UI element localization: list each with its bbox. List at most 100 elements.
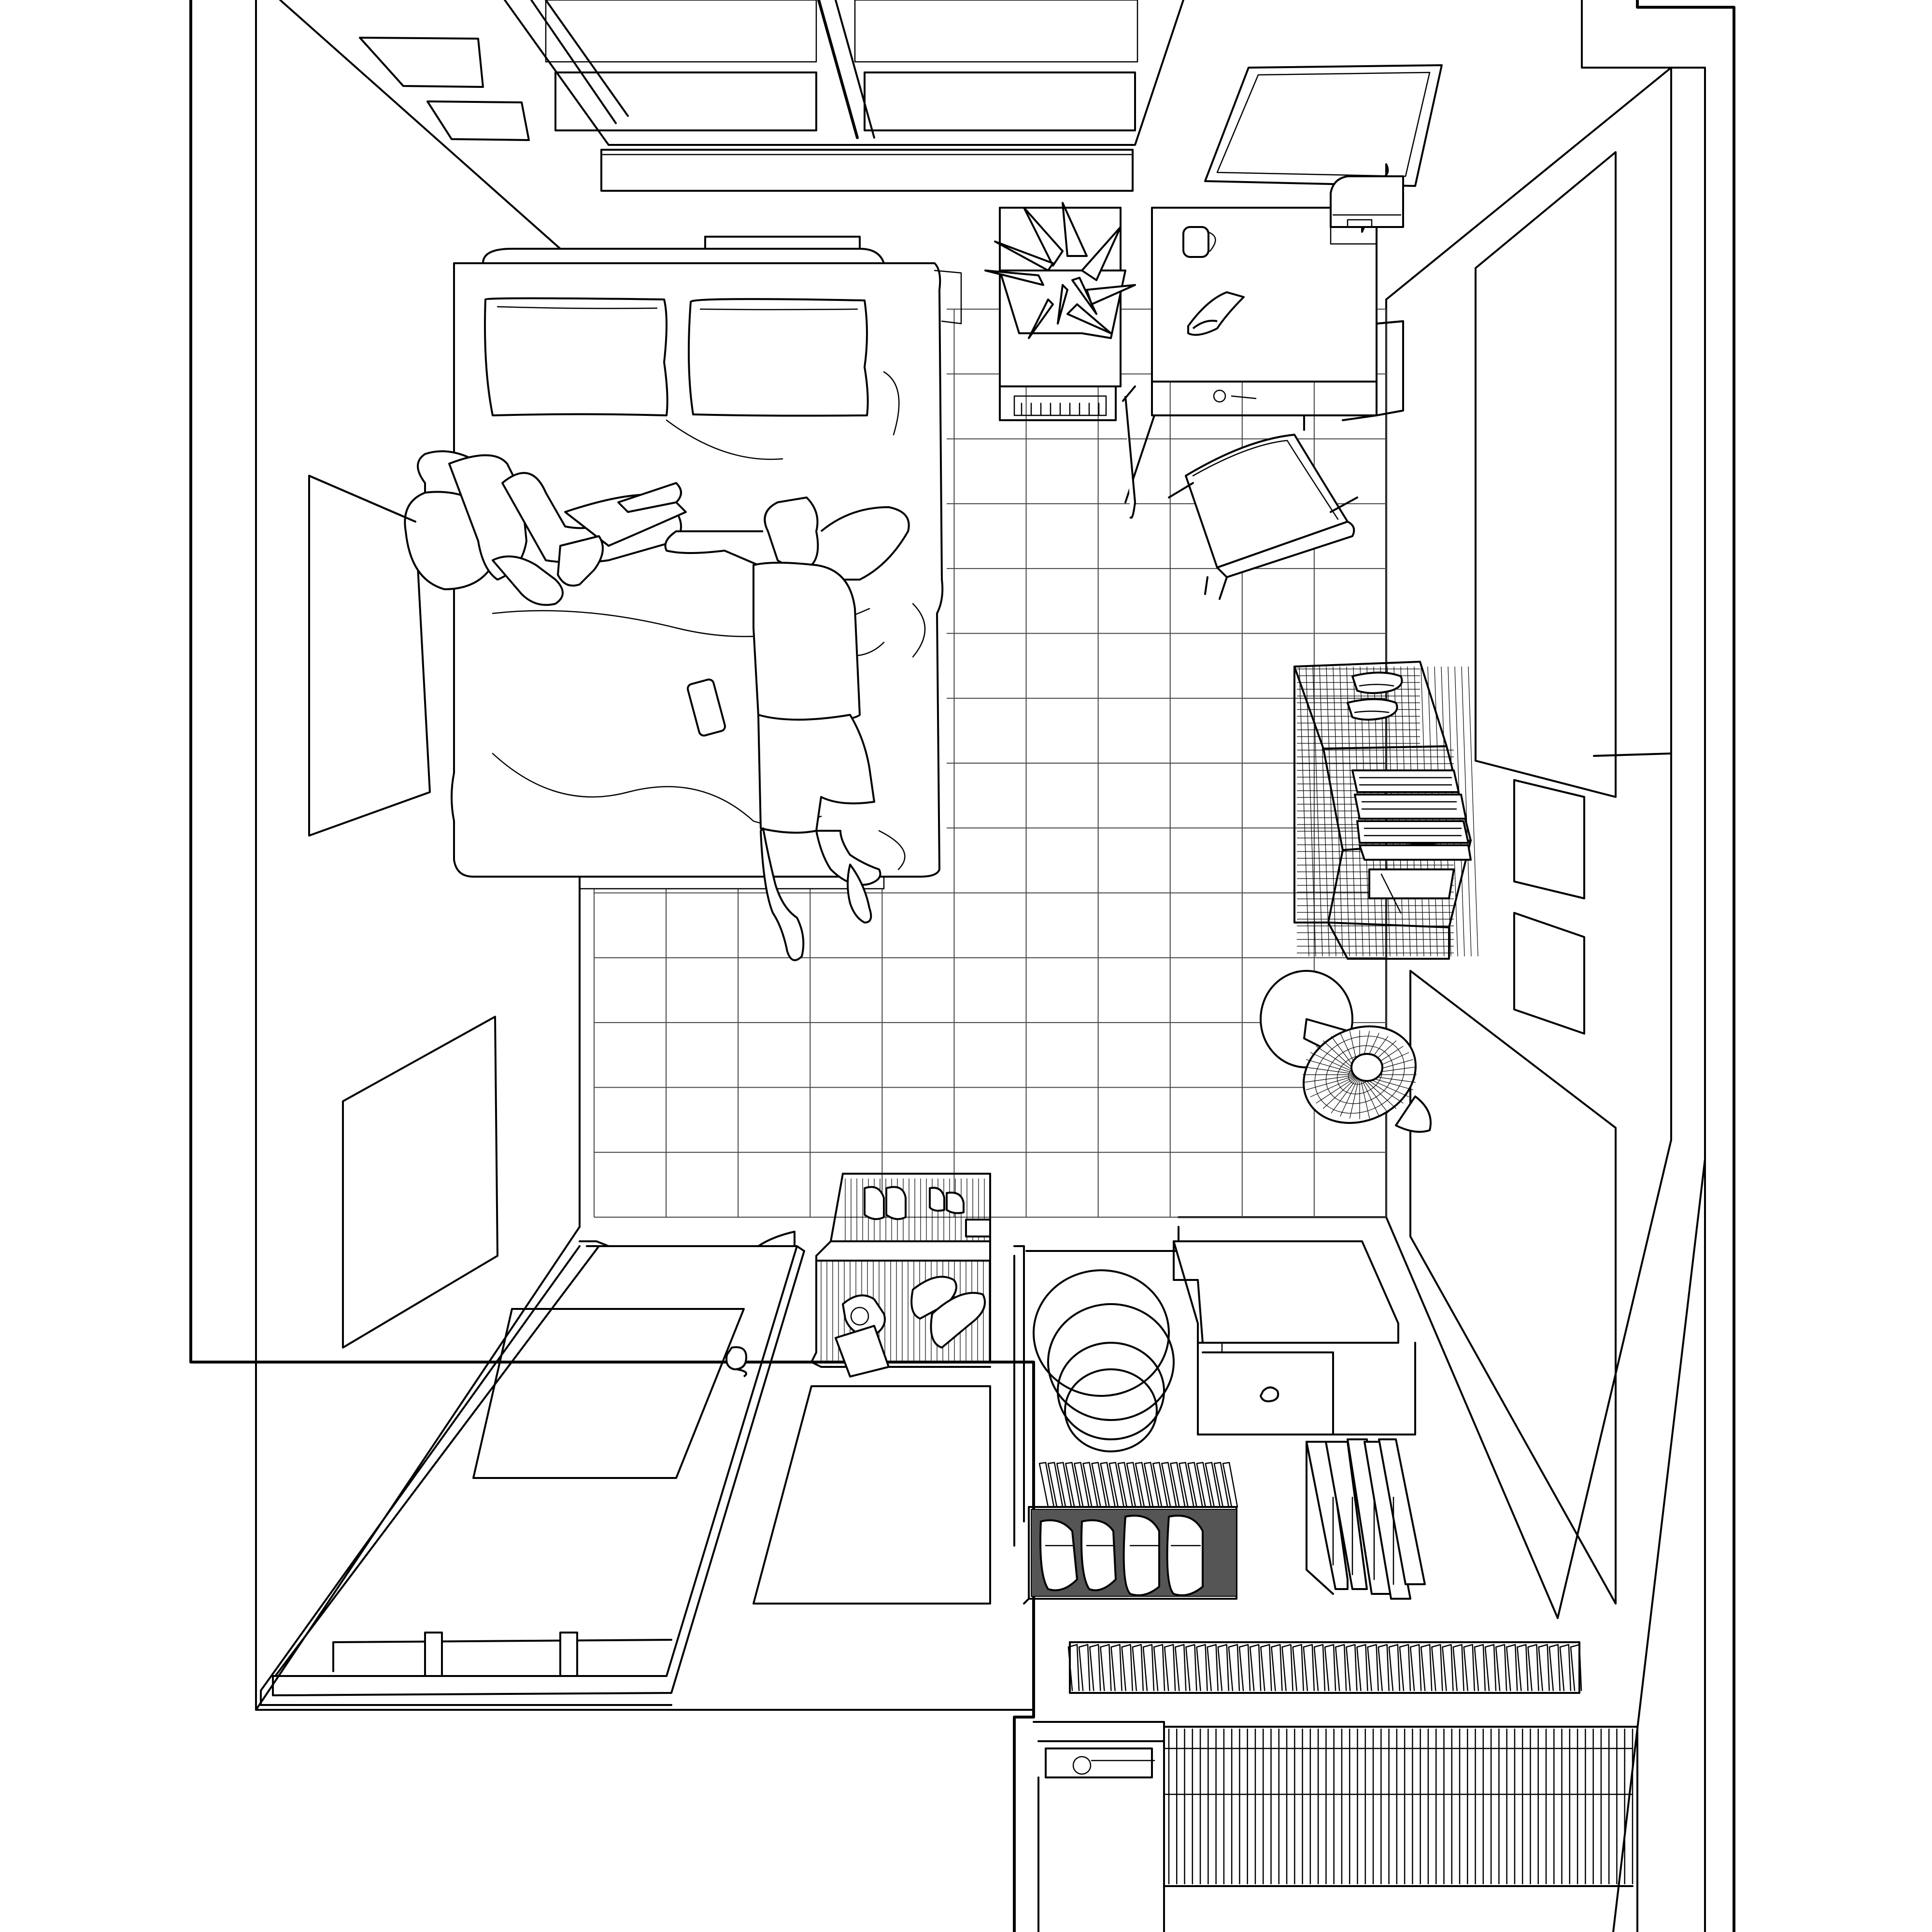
- blind-slat-top: [1527, 1644, 1539, 1691]
- shelf-folders: [1351, 769, 1472, 914]
- blind-slat-top: [1420, 1644, 1433, 1691]
- fan-grill-spoke: [1303, 1066, 1360, 1075]
- blind-slat-top: [1238, 1644, 1251, 1691]
- blind-slat-top: [1463, 1644, 1475, 1691]
- fan-grill-spoke: [1306, 1059, 1360, 1075]
- slipper-rack-tooth: [1161, 1462, 1177, 1508]
- wall-picture-top-left-2: [426, 100, 530, 141]
- wire-shelf-mesh-line: [1306, 666, 1316, 957]
- blind-slat-top: [1324, 1644, 1336, 1691]
- slipper-rack-tooth: [1170, 1462, 1186, 1508]
- shoe-basket: [810, 1173, 991, 1378]
- slipper-rack-tooth: [1091, 1462, 1107, 1508]
- blind-slat-top: [1100, 1644, 1112, 1691]
- slipper-rack-tooth: [1213, 1462, 1230, 1508]
- wall-picture-right-lower: [1409, 970, 1617, 1605]
- door-knob: [725, 1346, 747, 1370]
- slipper-rack-tooth: [1038, 1462, 1055, 1508]
- wire-shelf-mesh: [1297, 666, 1478, 957]
- wall-picture-right-small-2: [1513, 912, 1585, 1035]
- closet-door-panel: [472, 1308, 745, 1479]
- wall-picture-right-tall: [1475, 151, 1617, 798]
- chair-seat: [1185, 434, 1349, 568]
- blind-slat-top: [1185, 1644, 1197, 1691]
- slipper-3: [1122, 1515, 1160, 1596]
- wire-shelf-mesh-line: [1319, 666, 1330, 957]
- slipper-rack-tooth: [1196, 1462, 1212, 1508]
- blind-slat-top: [1292, 1644, 1304, 1691]
- blind-slat-top: [1260, 1644, 1272, 1691]
- fan-grill-spoke: [1316, 1074, 1360, 1104]
- blind-slat-top: [1548, 1644, 1561, 1691]
- wall-picture-left-lower: [342, 1016, 498, 1349]
- floor-mat-center: [753, 1385, 991, 1605]
- person-sitting-tablet: [557, 535, 604, 587]
- blind-slat-top: [1506, 1644, 1518, 1691]
- blind-slat-top: [1271, 1644, 1283, 1691]
- fan-grill-lines: [1303, 1030, 1417, 1119]
- person-sitting: [404, 450, 687, 606]
- fan-hub: [1350, 1053, 1383, 1082]
- slipper-rack-tooth: [1108, 1462, 1125, 1508]
- slipper-rack-tooth: [1047, 1462, 1064, 1508]
- blind-slat-top: [1196, 1644, 1208, 1691]
- slipper-rack-tooth: [1056, 1462, 1072, 1508]
- blind-slat-top: [1538, 1644, 1550, 1691]
- slipper-rack-tooth: [1187, 1462, 1203, 1508]
- wire-shelf-frame: [1293, 661, 1472, 960]
- blind-slat-top: [1388, 1644, 1401, 1691]
- wall-picture-right-small-1: [1513, 779, 1585, 899]
- blind-slat-top: [1164, 1644, 1176, 1691]
- wall-picture-top-right-outer: [1204, 64, 1443, 187]
- slipper-rack-tooth: [1065, 1462, 1081, 1508]
- top-window: [504, 0, 1184, 192]
- shelf-folder-lines: [1359, 777, 1462, 837]
- wire-shelf-mesh-line: [1312, 666, 1323, 957]
- wire-shelf-mesh-line: [1461, 666, 1472, 957]
- slipper-4: [1166, 1515, 1204, 1596]
- bedside-rug: [308, 475, 416, 523]
- blind-slat-top: [1153, 1644, 1165, 1691]
- blind-slat-top: [1089, 1644, 1101, 1691]
- slipper-1: [1039, 1519, 1078, 1591]
- blind-slat-top: [1067, 1644, 1080, 1691]
- blind-slat-top: [1431, 1644, 1443, 1691]
- person-lying-torso: [753, 562, 861, 725]
- fan-grill-spoke: [1322, 1074, 1360, 1109]
- basket-camera: [835, 1325, 890, 1378]
- desk: [1122, 163, 1404, 519]
- blind-slat-top: [1399, 1644, 1411, 1691]
- slipper-rack-tooth: [1100, 1462, 1116, 1508]
- blind-slat-top: [1249, 1644, 1262, 1691]
- wire-shelf-mesh-line: [1339, 666, 1350, 957]
- blinds: [1067, 1641, 1638, 1932]
- slipper-rack-tooth: [1135, 1462, 1151, 1508]
- blind-slat-top: [1495, 1644, 1507, 1691]
- shelf-shoes: [1347, 671, 1403, 721]
- wire-shelf: [1293, 661, 1478, 960]
- slipper-rack-tooth: [1074, 1462, 1090, 1508]
- fan-grill-spoke: [1303, 1074, 1360, 1083]
- blind-slat-top: [1142, 1644, 1155, 1691]
- blind-slat-top: [1281, 1644, 1293, 1691]
- standing-fan: [1260, 970, 1432, 1133]
- fan-grill-ring: [1325, 1045, 1394, 1104]
- fan-grill-spoke: [1306, 1074, 1360, 1091]
- blind-slat-top: [1078, 1644, 1091, 1691]
- blind-slat-top: [1570, 1644, 1582, 1691]
- wall-pictures: [308, 37, 1617, 1605]
- blind-slat-top: [1484, 1644, 1497, 1691]
- slipper-rack-tooth: [1152, 1462, 1168, 1508]
- cabinet-handle: [1260, 1386, 1279, 1403]
- mug: [1182, 226, 1209, 258]
- shoe-basket-bars: [821, 1179, 991, 1362]
- blind-slat-top: [1409, 1644, 1422, 1691]
- fan-grill-spoke: [1349, 1074, 1360, 1119]
- fan-grill-spoke: [1359, 1074, 1370, 1119]
- person-lying: [664, 497, 910, 961]
- blind-slat-top: [1303, 1644, 1315, 1691]
- slipper-rack-tooth: [1179, 1462, 1194, 1508]
- blind-slat-top: [1559, 1644, 1572, 1691]
